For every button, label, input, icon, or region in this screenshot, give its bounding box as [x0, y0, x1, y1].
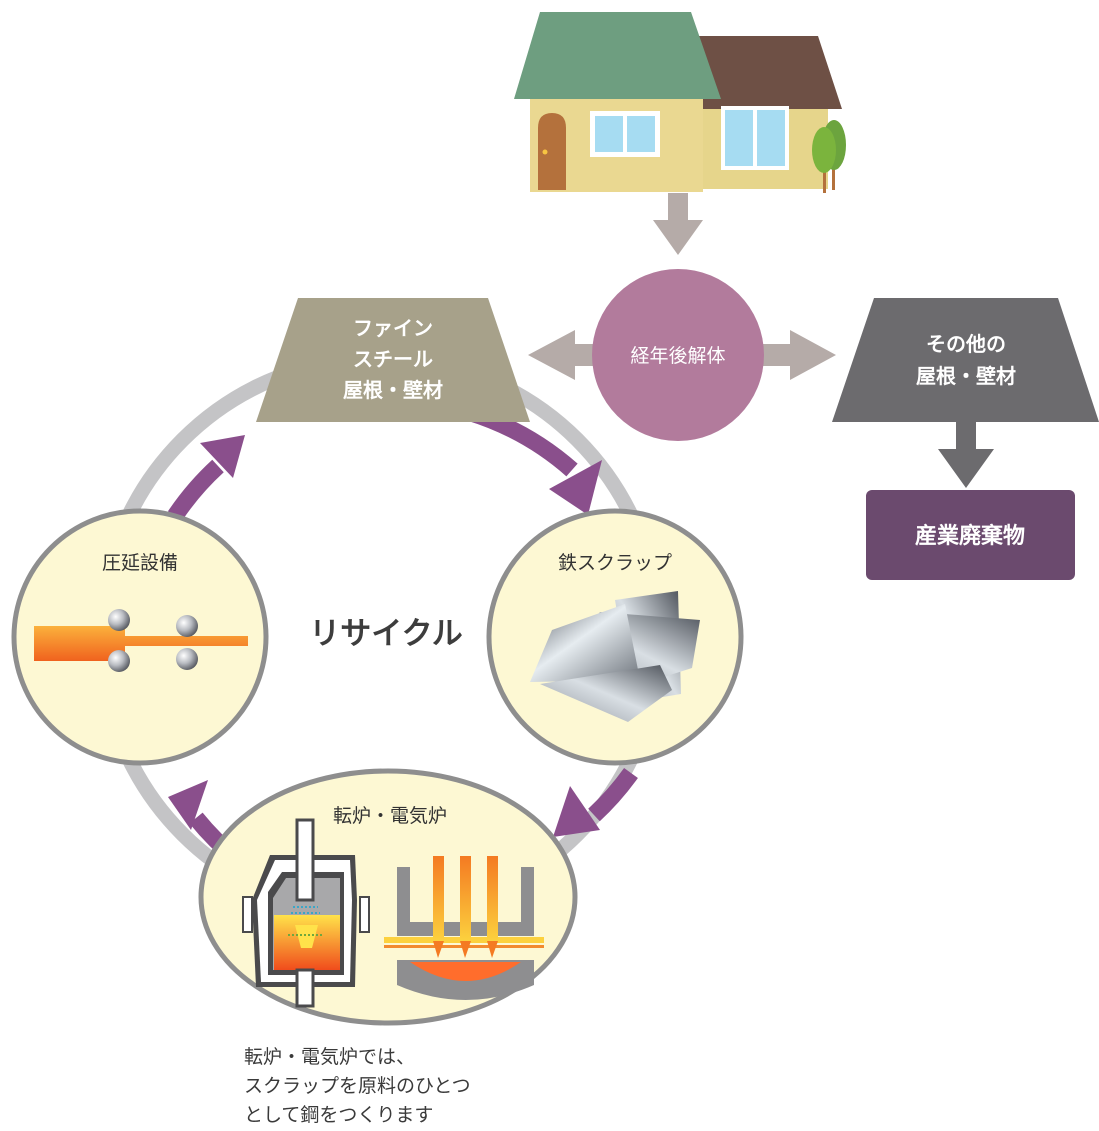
scrap-label: 鉄スクラップ [558, 552, 672, 574]
caption-line-3: として鋼をつくります [244, 1104, 434, 1126]
rolling-mill-icon [34, 609, 248, 672]
fine-steel-line-1: ファイン [353, 316, 433, 340]
rolling-node: 圧延設備 [11, 508, 269, 766]
caption-line-1: 転炉・電気炉では、 [244, 1046, 416, 1068]
arrow-to-fine-steel [167, 459, 224, 521]
house-illustration [514, 12, 846, 193]
scrap-metal-icon [530, 591, 700, 722]
arrow-head-to-scrap-icon [549, 460, 602, 515]
down-arrow-waste-icon [938, 422, 994, 488]
right-arrow-icon [760, 330, 836, 380]
rolling-label: 圧延設備 [102, 552, 178, 574]
waste-box: 産業廃棄物 [866, 490, 1075, 580]
caption-line-2: スクラップを原料のひとつ [244, 1075, 471, 1097]
scrap-node: 鉄スクラップ [486, 508, 744, 766]
electric-furnace-icon [384, 856, 544, 1000]
fine-steel-line-2: スチール [353, 347, 433, 371]
other-material-line-1: その他の [926, 332, 1006, 356]
arrow-head-to-furnace-icon [553, 786, 600, 837]
center-node-label: 経年後解体 [630, 345, 725, 367]
converter-icon [242, 818, 370, 1008]
furnace-node: 転炉・電気炉 [198, 768, 578, 1026]
other-material-box: その他の 屋根・壁材 [832, 298, 1099, 422]
recycle-title: リサイクル [309, 616, 462, 652]
other-material-line-2: 屋根・壁材 [916, 364, 1016, 388]
fine-steel-box: ファイン スチール 屋根・壁材 [256, 298, 530, 422]
furnace-caption: 転炉・電気炉では、 スクラップを原料のひとつ として鋼をつくります [244, 1043, 564, 1130]
arrow-to-furnace [588, 767, 638, 822]
waste-label: 産業廃棄物 [915, 523, 1025, 549]
left-arrow-icon [528, 330, 600, 380]
arrow-head-to-fine-steel-icon [200, 435, 245, 478]
furnace-label: 転炉・電気炉 [333, 805, 447, 827]
center-node: 経年後解体 [592, 269, 764, 441]
fine-steel-line-3: 屋根・壁材 [343, 378, 443, 402]
arrow-head-to-rolling-icon [168, 780, 208, 830]
down-arrow-icon [653, 193, 703, 255]
